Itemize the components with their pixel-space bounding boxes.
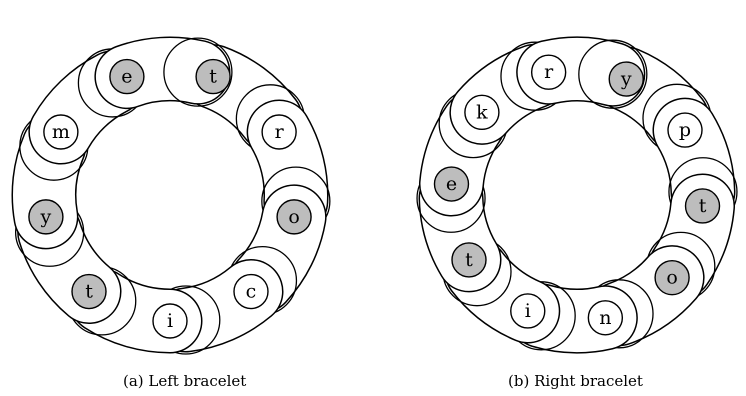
plain-bead-circle — [510, 293, 546, 329]
bead-letter: y — [620, 68, 632, 90]
bead-letter: c — [246, 281, 257, 303]
bead-letter: o — [288, 206, 299, 228]
left-bracelet: t r o c i t y m e — [11, 36, 331, 355]
plain-bead-circle — [261, 114, 297, 150]
bead-letter: t — [209, 66, 217, 88]
bead-letter: p — [679, 119, 691, 141]
right-bracelet: y p t o n i t e k r — [416, 36, 738, 354]
bead-letter: e — [121, 66, 132, 88]
bead: n — [587, 300, 624, 336]
shaded-bead-circle — [109, 58, 145, 95]
bead: p — [667, 112, 703, 148]
shaded-bead-circle — [451, 242, 487, 278]
bead: k — [464, 94, 500, 131]
bead-letter: n — [599, 307, 611, 329]
bead-letter: r — [544, 61, 554, 83]
plain-bead-circle — [464, 94, 500, 131]
plain-bead-circle — [152, 303, 188, 339]
right-bracelet-caption: (b) Right bracelet — [508, 372, 643, 390]
bead-letter: t — [699, 195, 707, 217]
bead: o — [276, 199, 312, 235]
bead-letter: e — [446, 173, 457, 195]
plain-bead-circle — [43, 114, 79, 150]
shaded-bead-circle — [654, 259, 690, 296]
bead-letter: o — [666, 267, 677, 289]
plain-bead-circle — [233, 273, 269, 310]
bead-letter: m — [52, 121, 70, 143]
shaded-bead-circle — [433, 166, 470, 202]
bead: c — [233, 273, 269, 310]
bead: i — [152, 303, 188, 339]
plain-bead-circle — [587, 300, 624, 336]
plain-bead-circle — [530, 54, 567, 90]
bead-letter: r — [275, 121, 285, 143]
bead-letter: k — [476, 101, 488, 123]
bead: r — [261, 114, 297, 150]
bead-letter: t — [85, 281, 93, 303]
bead: i — [510, 293, 546, 329]
shaded-bead-circle — [276, 199, 312, 235]
bead: y — [28, 199, 64, 235]
bead: t — [71, 273, 107, 310]
bead: o — [654, 259, 690, 296]
bead: y — [608, 61, 644, 97]
bead: e — [109, 58, 145, 95]
left-bracelet-caption: (a) Left bracelet — [123, 372, 247, 390]
shaded-bead-circle — [195, 58, 231, 95]
plain-bead-circle — [667, 112, 703, 148]
bead: t — [451, 242, 487, 278]
bead-letter: y — [40, 206, 52, 228]
bead: m — [43, 114, 79, 150]
shaded-bead-circle — [608, 61, 644, 97]
bead: t — [684, 188, 721, 224]
bead: t — [195, 58, 231, 95]
bead-letter: i — [525, 300, 531, 322]
bead: r — [530, 54, 567, 90]
bead-letter: t — [465, 249, 473, 271]
shaded-bead-circle — [684, 188, 721, 224]
shaded-bead-circle — [28, 199, 64, 235]
shaded-bead-circle — [71, 273, 107, 310]
bead-letter: i — [167, 310, 173, 332]
bead: e — [433, 166, 470, 202]
